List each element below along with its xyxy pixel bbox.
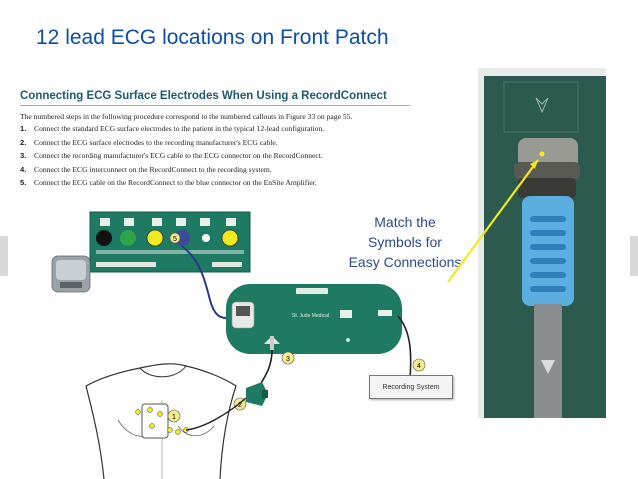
callout-4-marker: 4	[412, 358, 426, 372]
callout-5-marker: 5	[169, 232, 181, 244]
callout-4-label: 4	[417, 363, 421, 370]
step-number: 2.	[20, 137, 27, 147]
electrode-pad	[135, 403, 189, 439]
document-intro: The numbered steps in the following proc…	[20, 112, 353, 121]
step-number: 3.	[20, 151, 27, 160]
procedure-step: 3. Connect the recording manufacturer's E…	[20, 151, 324, 165]
callout-1-label: 1	[172, 414, 176, 421]
step-text: Connect the recording manufacturer's ECG…	[34, 151, 323, 160]
document-heading: Connecting ECG Surface Electrodes When U…	[20, 90, 387, 102]
amplifier-cable	[181, 245, 227, 319]
connector-photo	[478, 68, 606, 418]
procedure-steps: 1. Connect the standard ECG surface elect…	[20, 124, 324, 192]
amplifier-device-icon	[51, 255, 91, 293]
slide-title: 12 lead ECG locations on Front Patch	[36, 26, 389, 49]
recording-system-box: Recording System	[369, 375, 453, 399]
callout-line: Easy Connections	[348, 254, 462, 270]
procedure-step: 4. Connect the ECG interconnect on the Re…	[20, 165, 324, 179]
callout-2-label: 2	[238, 402, 242, 409]
patient-cable-connector	[246, 382, 268, 406]
step-text: Connect the ECG interconnect on the Reco…	[34, 164, 272, 174]
callout-line: Symbols for	[368, 234, 442, 250]
step-number: 1.	[20, 124, 27, 133]
callout-line: Match the	[374, 214, 436, 230]
procedure-step: 2. Connect the ECG surface electrodes to …	[20, 138, 324, 152]
recording-cable	[397, 315, 412, 379]
callout-3-label: 3	[286, 356, 290, 363]
right-edge-tab	[630, 236, 638, 276]
step-text: Connect the standard ECG surface electro…	[34, 124, 325, 133]
callout-5-label: 5	[173, 236, 177, 243]
lead-wires	[185, 397, 247, 431]
star-symbol-icon	[535, 97, 549, 114]
callout-1-marker: 1	[167, 409, 181, 423]
callout-3-marker: 3	[281, 351, 295, 365]
procedure-step: 1. Connect the standard ECG surface elect…	[20, 124, 324, 138]
device-brand-label: St. Jude Medical	[292, 313, 329, 319]
step-text: Connect the ECG surface electrodes to th…	[34, 137, 278, 147]
amplifier-panel	[89, 211, 251, 273]
recording-system-label: Recording System	[382, 383, 440, 391]
step-text: Connect the ECG cable on the RecordConne…	[34, 178, 317, 187]
heading-divider	[20, 105, 410, 106]
match-symbols-callout: Match the Symbols for Easy Connections	[330, 212, 480, 272]
triangle-symbol-icon	[541, 360, 555, 374]
left-edge-tab	[0, 236, 8, 276]
recordconnect-device: St. Jude Medical	[226, 284, 402, 354]
step-number: 5.	[20, 178, 27, 187]
step-number: 4.	[20, 164, 27, 174]
procedure-step: 5. Connect the ECG cable on the RecordCon…	[20, 178, 324, 192]
